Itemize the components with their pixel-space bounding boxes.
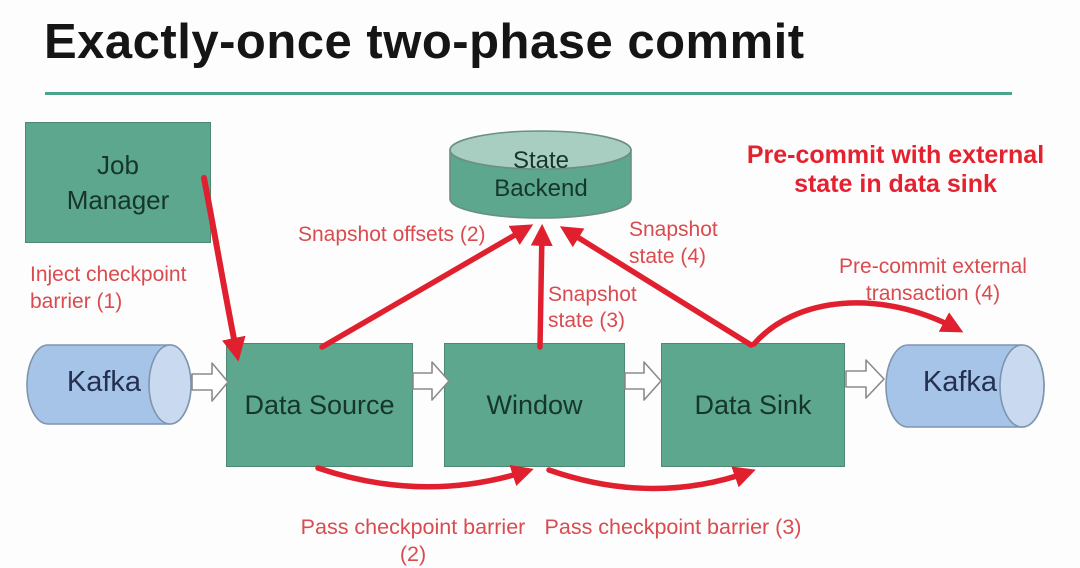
- annotation-precommit-heading: Pre-commit with external state in data s…: [746, 141, 1045, 198]
- flow-arrow-window-to-sink: [624, 361, 662, 401]
- title-underline: [45, 92, 1012, 95]
- page-title: Exactly-once two-phase commit: [44, 15, 805, 69]
- data-source-label: Data Source: [244, 389, 395, 420]
- node-data-source: Data Source: [226, 343, 413, 467]
- edge-label-snapshot-offsets: Snapshot offsets (2): [298, 223, 486, 246]
- window-label: Window: [486, 389, 583, 420]
- edge-label-pass-barrier-3: Pass checkpoint barrier (3): [544, 515, 802, 539]
- edge-label-precommit-external: Pre-commit external transaction (4): [839, 255, 1027, 305]
- job-manager-label: Job Manager: [66, 149, 170, 215]
- node-data-sink: Data Sink: [661, 343, 845, 467]
- state-backend-label: State Backend: [494, 147, 588, 202]
- node-window: Window: [444, 343, 625, 467]
- edge-pass-barrier-2: [315, 465, 534, 490]
- kafka-sink-label: Kafka: [922, 366, 998, 398]
- edge-label-snapshot-state-3: Snapshot state (3): [548, 283, 637, 332]
- node-job-manager: Job Manager: [25, 122, 211, 243]
- flow-arrow-kafka-to-source: [191, 362, 229, 402]
- edge-pass-barrier-3: [546, 466, 756, 492]
- flow-arrow-sink-to-kafka: [845, 359, 885, 399]
- edge-label-pass-barrier-2: Pass checkpoint barrier (2): [300, 515, 526, 566]
- kafka-source-label: Kafka: [66, 366, 142, 398]
- edge-snapshot-state-3: [530, 223, 553, 350]
- data-sink-label: Data Sink: [694, 389, 812, 420]
- edge-label-inject-barrier: Inject checkpoint barrier (1): [30, 263, 187, 313]
- edge-precommit-external: [751, 300, 964, 347]
- edge-label-snapshot-state-4: Snapshot state (4): [629, 218, 718, 268]
